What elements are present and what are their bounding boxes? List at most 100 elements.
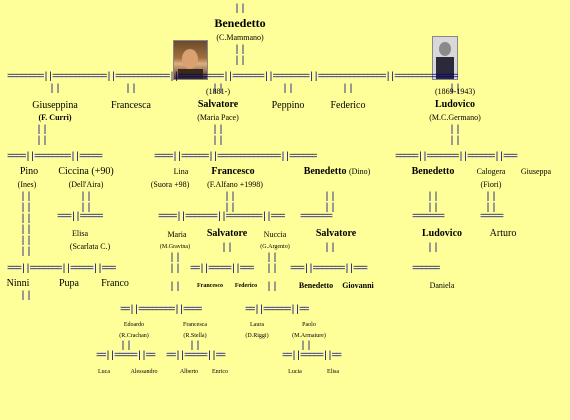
connector-bar-francesca: ==||=====||== — [166, 351, 226, 362]
spouse-r-stella: (R.Stella) — [183, 333, 207, 339]
connector: || — [124, 84, 138, 95]
connector-bar-giuseppina: ====||========||===== — [7, 152, 103, 163]
person-paolo[interactable]: Paolo — [302, 322, 316, 328]
connector-bar-nuccia: ==||======||== — [245, 305, 310, 316]
person-francesca-m[interactable]: Francesca — [183, 322, 207, 328]
connector-bar-ciccina: ===||===== — [57, 212, 104, 223]
spouse-m-gravina: (M.Gravina) — [159, 244, 191, 250]
person-enrico[interactable]: Enrico — [212, 369, 228, 375]
person-edoardo[interactable]: Edoardo — [123, 322, 145, 328]
person-benedetto-root[interactable]: Benedetto — [214, 16, 266, 30]
connector: || — [265, 282, 279, 293]
spouse-d-riggi: (D.Riggi) — [245, 333, 269, 339]
spouse-g-argento: (G.Argento) — [260, 244, 290, 250]
connector: || — [168, 282, 182, 293]
connector: |||| — [265, 253, 279, 275]
person-pupa[interactable]: Pupa — [59, 278, 79, 289]
person-benedetto-dino[interactable]: Benedetto (Dino) — [303, 166, 371, 177]
spouse-r-crachan: (R.Crachan) — [119, 333, 149, 339]
person-luca[interactable]: Luca — [98, 369, 110, 375]
person-maria[interactable]: Maria — [167, 230, 187, 239]
spouse-fiori: (Fiori) — [480, 180, 502, 189]
connector: || — [48, 84, 62, 95]
connector: || — [19, 291, 33, 302]
connector-bar-ludovico: =====||=======||======||=== — [395, 152, 518, 163]
person-elisa-paolo[interactable]: Elisa — [327, 369, 339, 375]
person-pino[interactable]: Pino — [19, 166, 39, 177]
connector-bar-ludovico-b: ====== — [412, 264, 441, 275]
person-benedetto-ludovico[interactable]: Benedetto — [411, 166, 455, 177]
person-peppino[interactable]: Peppino — [271, 100, 305, 111]
connector-bar-gen1: ========||============||============||==… — [7, 72, 459, 83]
connector: |||| — [323, 192, 337, 214]
person-benedetto-s[interactable]: Benedetto — [298, 281, 334, 290]
person-calogera[interactable]: Calogera — [476, 167, 506, 176]
spouse-m-armature: (M.Armature) — [292, 333, 326, 339]
person-daniela[interactable]: Daniela — [429, 281, 455, 290]
person-giuseppina[interactable]: Giuseppina — [32, 100, 78, 111]
spouse-maria-pace: (Maria Pace) — [197, 113, 239, 122]
person-alberto[interactable]: Alberto — [179, 369, 199, 375]
person-arturo[interactable]: Arturo — [489, 228, 517, 239]
connector: || — [119, 341, 133, 352]
person-ninni[interactable]: Ninni — [6, 278, 30, 289]
connector: || — [220, 243, 234, 254]
spouse-f-curri: (F. Curri) — [38, 113, 72, 122]
connector: |||| — [223, 192, 237, 214]
connector-bar-maria: ==||========||==== — [120, 305, 203, 316]
connector-bar-paolo: ==||=====||== — [282, 351, 342, 362]
connector: |||| — [233, 45, 247, 67]
person-federico-s[interactable]: Federico — [234, 283, 258, 289]
person-ludovico-benedetto[interactable]: Ludovico — [421, 228, 463, 239]
person-francesca[interactable]: Francesca — [111, 100, 151, 111]
connector: || — [448, 84, 462, 95]
note-suora: (Suora +98) — [150, 180, 190, 189]
connector: |||| — [79, 192, 93, 214]
connector-bar-salvatore: ====||======||==============||====== — [154, 152, 318, 163]
person-francesco-s[interactable]: Francesco — [197, 283, 223, 289]
person-lucia[interactable]: Lucia — [288, 369, 302, 375]
person-francesco[interactable]: Francesco — [211, 166, 255, 177]
photo-ludovico — [432, 36, 458, 80]
person-alessandro[interactable]: Alessandro — [130, 369, 158, 375]
spouse-c-mammano: (C.Mammano) — [216, 33, 264, 42]
spouse-ines: (Ines) — [17, 180, 37, 189]
connector-bar-calogera: ===== — [480, 212, 504, 223]
connector-bar-francesco: ====||=======||========||=== — [158, 212, 286, 223]
connector-bar-salvatore-f: ==||=====||=== — [190, 264, 255, 275]
person-salvatore-francesco[interactable]: Salvatore — [206, 228, 248, 239]
connector: || — [341, 84, 355, 95]
spouse-f-alfano: (F.Alfano +1998) — [207, 180, 263, 189]
connector-bar-benedetto: ======= — [412, 212, 445, 223]
person-giuseppa[interactable]: Giuseppa — [520, 167, 552, 176]
person-nuccia[interactable]: Nuccia — [263, 230, 287, 239]
connector: || — [299, 341, 313, 352]
connector-bar-pino: ===||=======||=====||=== — [7, 264, 117, 275]
person-elisa[interactable]: Elisa — [72, 229, 88, 238]
connector: || — [188, 341, 202, 352]
portrait-icon — [436, 42, 454, 79]
photo-salvatore — [173, 40, 208, 80]
connector: || — [281, 84, 295, 95]
portrait-icon — [178, 49, 203, 79]
connector: |||| — [168, 253, 182, 275]
person-franco[interactable]: Franco — [101, 278, 129, 289]
person-laura[interactable]: Laura — [250, 322, 264, 328]
connector: || — [233, 4, 247, 15]
connector: |||| — [484, 192, 498, 214]
connector-bar-edoardo: ==||=====||== — [96, 351, 156, 362]
connector: || — [426, 243, 440, 254]
connector: |||| — [426, 192, 440, 214]
connector-bar-salvatore-d: ===||=======||=== — [290, 264, 368, 275]
person-giovanni[interactable]: Giovanni — [342, 281, 374, 290]
connector: |||| — [35, 125, 49, 147]
person-ciccina[interactable]: Ciccina (+90) — [58, 166, 114, 177]
dates-salvatore: (1881-) — [206, 87, 230, 96]
person-federico[interactable]: Federico — [330, 100, 366, 111]
person-lina[interactable]: Lina — [173, 167, 189, 176]
person-ludovico[interactable]: Ludovico — [434, 99, 476, 110]
person-salvatore-dino[interactable]: Salvatore — [315, 228, 357, 239]
person-salvatore[interactable]: Salvatore — [197, 99, 239, 110]
dates-ludovico: (1869-1943) — [435, 87, 475, 96]
connector: |||||||||||| — [19, 192, 33, 258]
